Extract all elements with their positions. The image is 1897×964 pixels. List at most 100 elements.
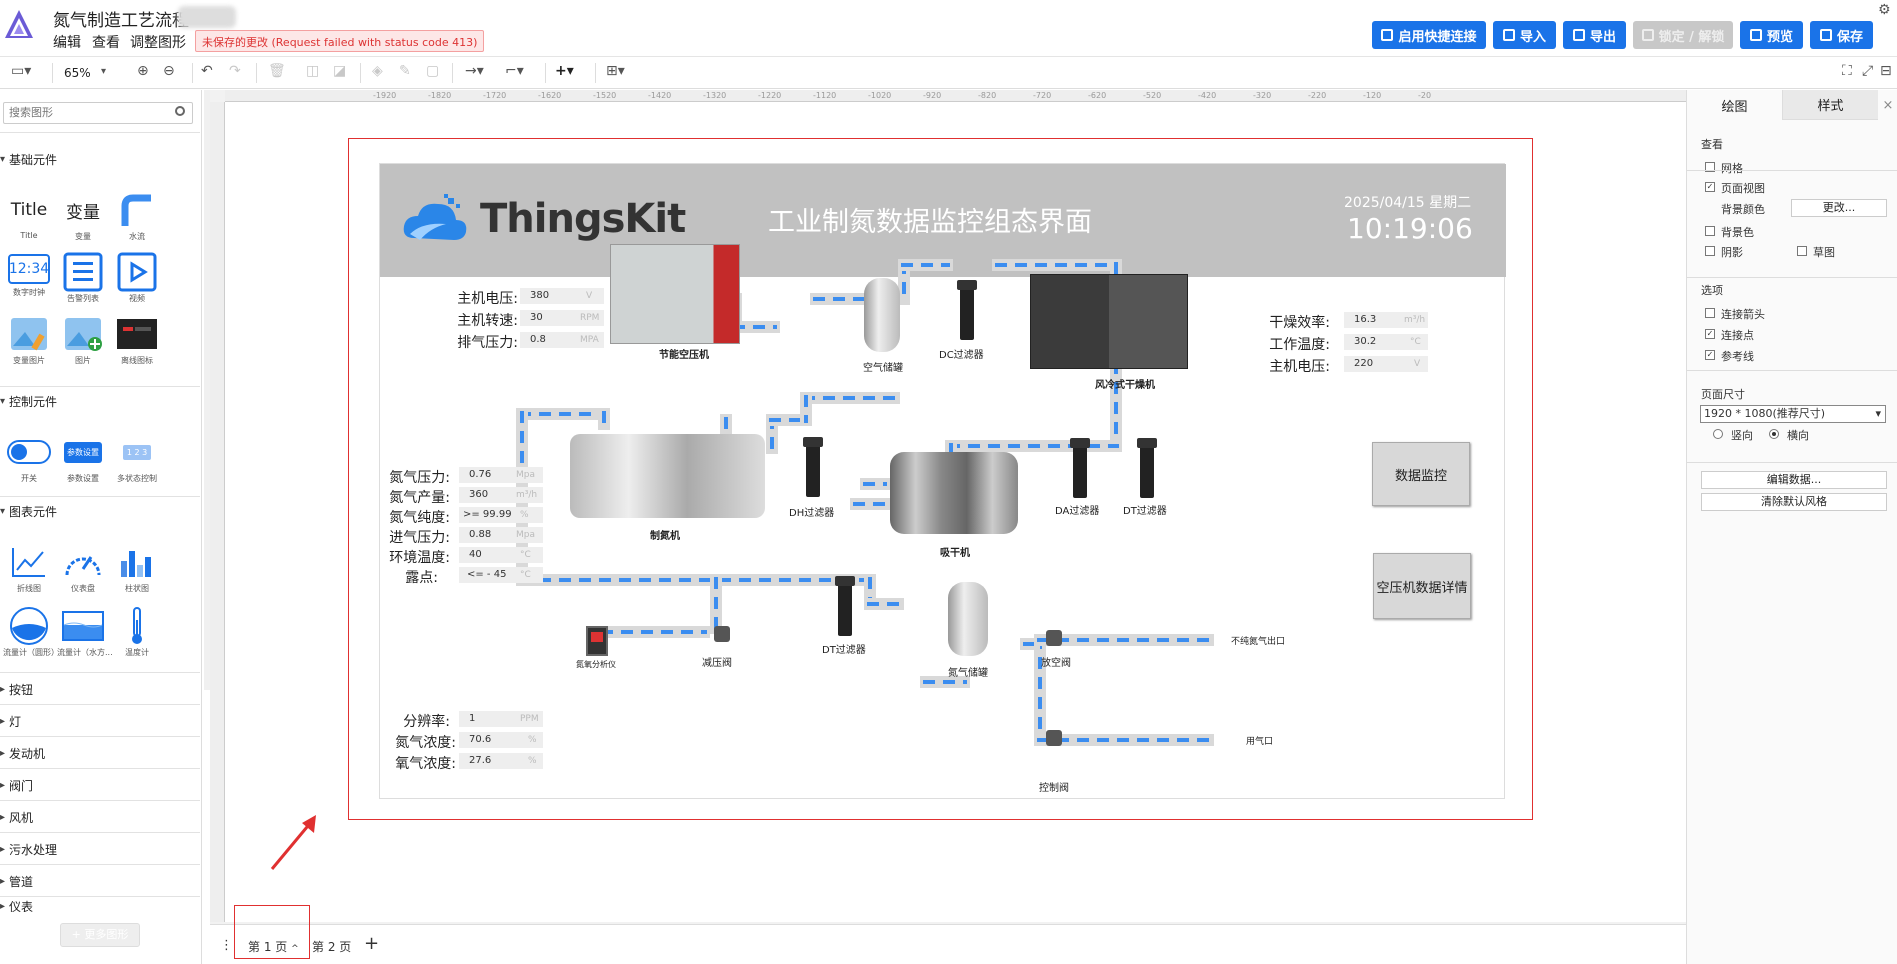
line-color-icon[interactable]: ✎ bbox=[399, 63, 411, 79]
page-view-checkbox[interactable]: ✓ bbox=[1705, 182, 1715, 192]
section-meters[interactable]: 仪表 bbox=[0, 900, 200, 912]
clear-style-button[interactable]: 清除默认风格 bbox=[1701, 493, 1887, 511]
panel-toggle-icon[interactable]: ▭▾ bbox=[11, 63, 32, 79]
redo-icon[interactable]: ↷ bbox=[229, 63, 241, 79]
grid-checkbox[interactable] bbox=[1705, 162, 1715, 172]
pressure-reducing-valve[interactable] bbox=[714, 626, 730, 642]
shadow-checkbox[interactable] bbox=[1705, 246, 1715, 256]
collapse-icon[interactable]: ⤢ bbox=[1862, 63, 1874, 79]
insert-plus-icon[interactable]: +▾ bbox=[555, 63, 574, 79]
section-buttons[interactable]: 按钮 bbox=[0, 678, 200, 700]
shape-gauge[interactable]: 仪表盘 bbox=[57, 544, 109, 594]
shape-video[interactable]: 视频 bbox=[111, 252, 163, 304]
nitrogen-tank[interactable] bbox=[948, 582, 988, 656]
shadow-icon[interactable]: ▢ bbox=[426, 63, 440, 79]
zoom-out-icon[interactable]: ⊖ bbox=[163, 63, 175, 79]
air-tank[interactable] bbox=[864, 278, 900, 352]
zoom-level[interactable]: 65% bbox=[64, 66, 91, 80]
tab-style[interactable]: 样式 bbox=[1782, 90, 1878, 120]
table-icon[interactable]: ⊞▾ bbox=[606, 63, 625, 79]
shape-offline-icon[interactable]: 离线图标 bbox=[111, 316, 163, 366]
sketch-checkbox[interactable] bbox=[1797, 246, 1807, 256]
section-sewage[interactable]: 污水处理 bbox=[0, 838, 200, 860]
undo-icon[interactable]: ↶ bbox=[201, 63, 213, 79]
compressor-detail-button[interactable]: 空压机数据详情 bbox=[1373, 553, 1471, 619]
menu-edit[interactable]: 编辑 bbox=[53, 35, 81, 51]
conn-point-checkbox[interactable]: ✓ bbox=[1705, 329, 1715, 339]
tab-draw[interactable]: 绘图 bbox=[1687, 90, 1782, 120]
fullscreen-icon[interactable]: ⛶ bbox=[1842, 63, 1852, 79]
shape-image[interactable]: 图片 bbox=[57, 316, 109, 366]
save-button[interactable]: 保存 bbox=[1810, 21, 1873, 49]
shape-switch[interactable]: 开关 bbox=[3, 434, 55, 484]
to-front-icon[interactable]: ◫ bbox=[306, 63, 320, 79]
page-menu-icon[interactable]: ⋮ bbox=[220, 938, 233, 953]
quick-connect-button[interactable]: 启用快捷连接 bbox=[1372, 21, 1486, 49]
shape-variable[interactable]: 变量变量 bbox=[66, 202, 100, 242]
n2-o2-analyzer[interactable] bbox=[586, 626, 608, 656]
waypoint-style-icon[interactable]: ⌐▾ bbox=[505, 63, 524, 79]
lock-unlock-button[interactable]: 锁定 / 解锁 bbox=[1633, 21, 1733, 49]
change-bg-button[interactable]: 更改... bbox=[1791, 199, 1887, 217]
conn-arrow-checkbox[interactable] bbox=[1705, 308, 1715, 318]
section-control[interactable]: 控制元件 bbox=[0, 390, 200, 412]
to-back-icon[interactable]: ◪ bbox=[333, 63, 347, 79]
section-valves[interactable]: 阀门 bbox=[0, 774, 200, 796]
export-button[interactable]: 导出 bbox=[1563, 21, 1626, 49]
landscape-radio[interactable] bbox=[1769, 429, 1779, 439]
dc-filter[interactable] bbox=[957, 280, 977, 340]
shape-thermometer[interactable]: 温度计 bbox=[111, 607, 163, 658]
document-title[interactable]: 氮气制造工艺流程 bbox=[53, 11, 189, 31]
delete-icon[interactable]: 🗑 bbox=[268, 63, 286, 79]
menu-arrange[interactable]: 调整图形 bbox=[130, 35, 186, 51]
guide-checkbox[interactable]: ✓ bbox=[1705, 350, 1715, 360]
search-icon[interactable] bbox=[175, 106, 185, 116]
add-page-icon[interactable]: + bbox=[364, 933, 380, 954]
shape-param-setting[interactable]: 参数设置参数设置 bbox=[57, 434, 109, 484]
dt-filter-1[interactable] bbox=[1137, 438, 1157, 498]
left-scrollbar[interactable] bbox=[204, 90, 210, 690]
section-basic[interactable]: 基础元件 bbox=[0, 148, 200, 170]
air-cooled-dryer[interactable] bbox=[1030, 274, 1188, 369]
section-lights[interactable]: 灯 bbox=[0, 710, 200, 732]
preview-button[interactable]: 预览 bbox=[1740, 21, 1803, 49]
portrait-radio[interactable] bbox=[1713, 429, 1723, 439]
dt-filter-2[interactable] bbox=[835, 576, 855, 636]
import-button[interactable]: 导入 bbox=[1493, 21, 1556, 49]
shape-flowmeter-round[interactable]: 流量计（圆形） bbox=[3, 607, 59, 658]
adsorption-dryer[interactable] bbox=[890, 452, 1018, 534]
page-tab-2[interactable]: 第 2 页 bbox=[312, 940, 352, 954]
menu-view[interactable]: 查看 bbox=[92, 35, 120, 51]
shape-alarm-list[interactable]: 告警列表 bbox=[57, 252, 109, 304]
close-icon[interactable]: × bbox=[1882, 97, 1894, 113]
settings-gear-icon[interactable]: ⚙ bbox=[1878, 2, 1891, 18]
nitrogen-generator[interactable] bbox=[570, 434, 765, 518]
zoom-in-icon[interactable]: ⊕ bbox=[137, 63, 149, 79]
fill-color-icon[interactable]: ◈ bbox=[372, 63, 383, 79]
dh-filter[interactable] bbox=[803, 437, 823, 497]
page-size-select[interactable]: 1920 * 1080(推荐尺寸)▾ bbox=[1700, 405, 1886, 423]
hmi-diagram[interactable]: ThingsKit 工业制氮数据监控组态界面 2025/04/15 星期二 10… bbox=[379, 163, 1506, 799]
connection-style-icon[interactable]: →▾ bbox=[465, 63, 484, 79]
format-panel-icon[interactable]: ⊟ bbox=[1880, 63, 1892, 79]
more-shapes-button[interactable]: + 更多图形 bbox=[60, 923, 140, 947]
da-filter[interactable] bbox=[1070, 438, 1090, 498]
section-engines[interactable]: 发动机 bbox=[0, 742, 200, 764]
section-fans[interactable]: 风机 bbox=[0, 806, 200, 828]
section-pipes[interactable]: 管道 bbox=[0, 870, 200, 892]
vent-valve[interactable] bbox=[1046, 630, 1062, 646]
control-valve[interactable] bbox=[1046, 730, 1062, 746]
data-monitor-button[interactable]: 数据监控 bbox=[1372, 442, 1470, 506]
shape-variable-image[interactable]: 变量图片 bbox=[3, 316, 55, 366]
section-charts[interactable]: 图表元件 bbox=[0, 500, 200, 522]
page-tab-1[interactable]: 第 1 页 ^ bbox=[248, 940, 299, 954]
unsaved-changes-warning[interactable]: 未保存的更改 (Request failed with status code … bbox=[195, 30, 485, 52]
zoom-dropdown-icon[interactable]: ▾ bbox=[101, 66, 107, 77]
edit-data-button[interactable]: 编辑数据... bbox=[1701, 471, 1887, 489]
background-checkbox[interactable] bbox=[1705, 226, 1715, 236]
compressor-machine[interactable] bbox=[610, 244, 740, 344]
shape-bar-chart[interactable]: 柱状图 bbox=[111, 544, 163, 594]
